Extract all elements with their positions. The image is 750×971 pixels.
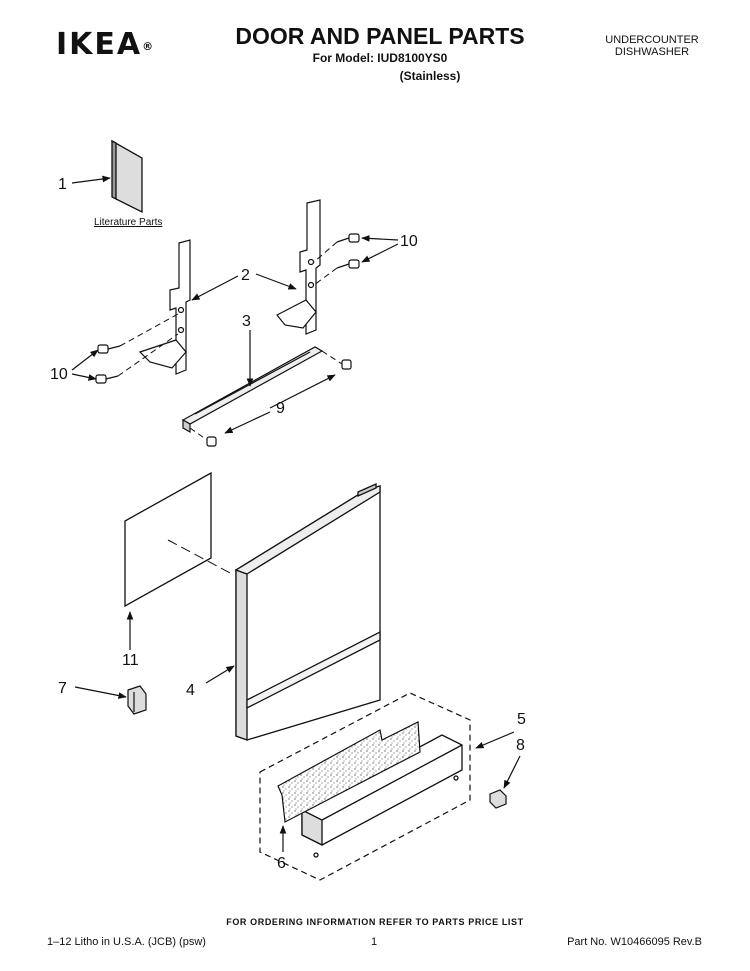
toe-panel-assembly-outline (259, 692, 471, 881)
left-screw-guide-lines (117, 313, 179, 377)
callout-3: 3 (242, 313, 251, 330)
callout-9: 9 (276, 400, 285, 417)
page-number: 1 (371, 936, 378, 948)
callout-7: 7 (58, 680, 67, 697)
toe-panel-screw (489, 789, 507, 809)
product-type: UNDERCOUNTER DISHWASHER (582, 34, 722, 58)
toe-panel-insulation (277, 721, 421, 823)
callout-8: 8 (516, 737, 525, 754)
insulation-guide-line (167, 539, 233, 575)
callout-11: 11 (122, 652, 139, 669)
door-top-channel (181, 346, 324, 434)
brand-name: IKEA (56, 27, 143, 62)
left-hinge-bracket (138, 239, 191, 375)
product-type-line2: DISHWASHER (614, 46, 690, 58)
outer-door-panel (234, 482, 381, 741)
callout-1: 1 (58, 176, 67, 193)
right-screw-guide-lines (313, 241, 338, 286)
callout-5: 5 (517, 711, 526, 728)
registered-mark: ® (142, 40, 154, 53)
literature-parts-label: Literature Parts (94, 217, 162, 228)
model-line: For Model: IUD8100YS0 (312, 51, 448, 65)
ordering-note: FOR ORDERING INFORMATION REFER TO PARTS … (226, 917, 524, 927)
door-insulation-panel (124, 471, 212, 608)
callout-10-left: 10 (50, 366, 68, 383)
literature-booklet (111, 139, 143, 214)
model-variant: (Stainless) (399, 69, 461, 83)
callout-10-right: 10 (400, 233, 418, 250)
callout-6: 6 (277, 855, 286, 872)
product-type-line1: UNDERCOUNTER (605, 34, 699, 46)
callout-arrows (71, 175, 521, 852)
channel-screw-guide-lines (189, 350, 343, 441)
print-info: 1–12 Litho in U.S.A. (JCB) (psw) (47, 936, 206, 948)
part-number: Part No. W10466095 Rev.B (567, 936, 702, 948)
door-clip (127, 685, 147, 715)
right-hinge-bracket (276, 199, 321, 335)
callout-2: 2 (241, 267, 250, 284)
left-hinge-screws (95, 344, 121, 384)
brand-logo: IKEA® (56, 30, 153, 60)
callout-4: 4 (186, 682, 195, 699)
page-title: DOOR AND PANEL PARTS (235, 23, 525, 49)
right-hinge-screws (336, 233, 360, 269)
channel-screws (206, 359, 352, 447)
toe-panel (301, 734, 463, 858)
